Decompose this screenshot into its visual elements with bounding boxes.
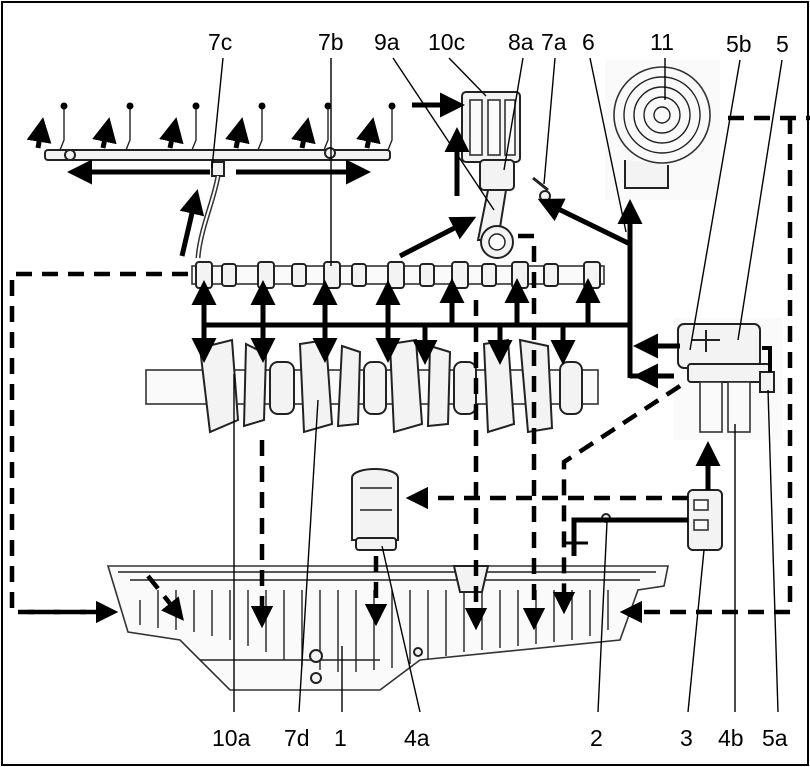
- label-7b: 7b: [318, 29, 344, 55]
- camshaft: [192, 262, 604, 288]
- label-10a: 10a: [212, 725, 251, 751]
- label-4b: 4b: [718, 725, 744, 751]
- center-oil-filter: [352, 469, 398, 550]
- label-10c: 10c: [428, 29, 465, 55]
- label-4a: 4a: [404, 725, 430, 751]
- oil-pan: [108, 566, 668, 690]
- label-7a: 7a: [541, 29, 567, 55]
- oil-rail-head: [45, 103, 396, 259]
- label-6: 6: [582, 29, 595, 55]
- oil-pump-valve: [688, 490, 722, 550]
- label-9a: 9a: [374, 29, 400, 55]
- label-2: 2: [590, 725, 603, 751]
- oil-filter-module: [674, 318, 782, 440]
- label-5: 5: [776, 31, 789, 57]
- label-11: 11: [650, 29, 674, 55]
- label-8a: 8a: [508, 29, 534, 55]
- label-5b: 5b: [726, 31, 752, 57]
- label-7c: 7c: [208, 29, 232, 55]
- label-1: 1: [334, 725, 347, 751]
- turbocharger: [605, 60, 720, 200]
- label-5a: 5a: [762, 725, 788, 751]
- label-7d: 7d: [284, 725, 310, 751]
- crankshaft: [146, 340, 598, 432]
- pump-piston-assembly: [462, 92, 550, 258]
- label-3: 3: [680, 725, 693, 751]
